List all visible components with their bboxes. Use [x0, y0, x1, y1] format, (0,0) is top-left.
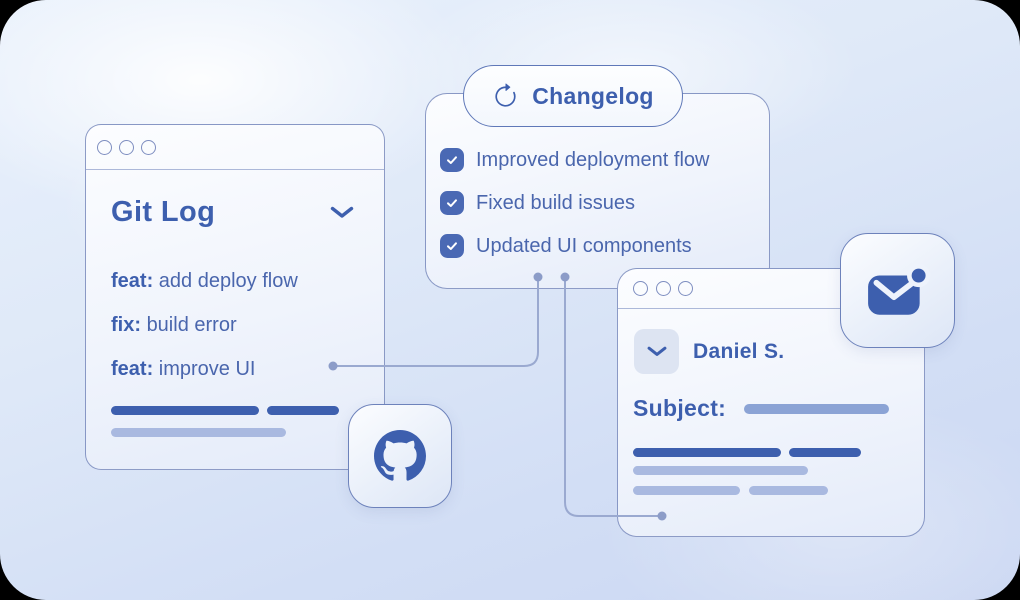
git-log-title-row: Git Log	[111, 189, 354, 235]
changelog-list: Improved deployment flow Fixed build iss…	[440, 148, 709, 277]
changelog-item-label: Updated UI components	[476, 234, 692, 257]
skeleton-text-row	[633, 466, 808, 475]
check-icon	[447, 199, 457, 207]
window-control-dot[interactable]	[678, 281, 693, 296]
checkbox-checked-icon[interactable]	[440, 191, 464, 215]
email-window: Daniel S. Subject:	[617, 268, 925, 537]
checkbox-checked-icon[interactable]	[440, 234, 464, 258]
chevron-down-icon[interactable]	[330, 206, 354, 219]
skeleton-text-row	[633, 448, 861, 457]
github-icon	[374, 430, 426, 481]
sender-name: Daniel S.	[693, 340, 785, 363]
placeholder-bar	[789, 448, 861, 457]
window-control-dot[interactable]	[141, 139, 156, 155]
commit-prefix: feat:	[111, 270, 154, 292]
commit-prefix: feat:	[111, 358, 154, 380]
sender-expand-button[interactable]	[634, 329, 679, 374]
skeleton-text-row	[633, 486, 828, 495]
check-icon	[447, 156, 457, 164]
mail-with-notification-icon	[867, 263, 930, 315]
window-control-dot[interactable]	[655, 281, 671, 296]
checkbox-checked-icon[interactable]	[440, 148, 464, 172]
changelog-item-label: Fixed build issues	[476, 191, 635, 214]
placeholder-bar	[111, 406, 259, 415]
changelog-item[interactable]: Fixed build issues	[440, 191, 709, 215]
skeleton-text-row	[111, 406, 339, 415]
placeholder-bar	[111, 428, 286, 437]
changelog-item[interactable]: Updated UI components	[440, 234, 709, 258]
changelog-card: Changelog Improved deployment flow Fixed…	[425, 65, 770, 289]
window-control-dot[interactable]	[97, 139, 112, 155]
check-icon	[447, 242, 457, 250]
commit-message: build error	[146, 314, 237, 336]
commit-message: add deploy flow	[158, 270, 298, 292]
git-window-header	[86, 125, 384, 170]
window-control-dot[interactable]	[119, 139, 134, 155]
commit-entry: fix: build error	[111, 311, 237, 339]
placeholder-bar	[633, 486, 740, 495]
window-control-dot[interactable]	[633, 281, 648, 296]
refresh-icon	[495, 82, 516, 107]
changelog-item[interactable]: Improved deployment flow	[440, 148, 709, 172]
github-badge[interactable]	[348, 404, 452, 508]
subject-placeholder-bar	[744, 403, 890, 414]
commit-entry: feat: add deploy flow	[111, 267, 298, 295]
changelog-item-label: Improved deployment flow	[476, 148, 710, 171]
skeleton-text-row	[111, 428, 286, 437]
commit-entry: feat: improve UI	[111, 355, 256, 383]
placeholder-bar	[749, 486, 828, 495]
chevron-down-icon	[647, 346, 666, 356]
git-log-window: Git Log feat: add deploy flow fix: build…	[85, 124, 385, 470]
placeholder-bar	[633, 448, 781, 457]
changelog-header-pill[interactable]: Changelog	[463, 65, 683, 127]
placeholder-bar	[633, 466, 808, 475]
changelog-title: Changelog	[532, 82, 654, 109]
git-log-title: Git Log	[111, 195, 216, 228]
commit-message: improve UI	[158, 358, 256, 380]
commit-prefix: fix:	[111, 314, 141, 336]
subject-label: Subject:	[633, 395, 727, 421]
mail-badge[interactable]	[840, 233, 955, 348]
placeholder-bar	[267, 406, 339, 415]
subject-row: Subject:	[633, 395, 890, 422]
